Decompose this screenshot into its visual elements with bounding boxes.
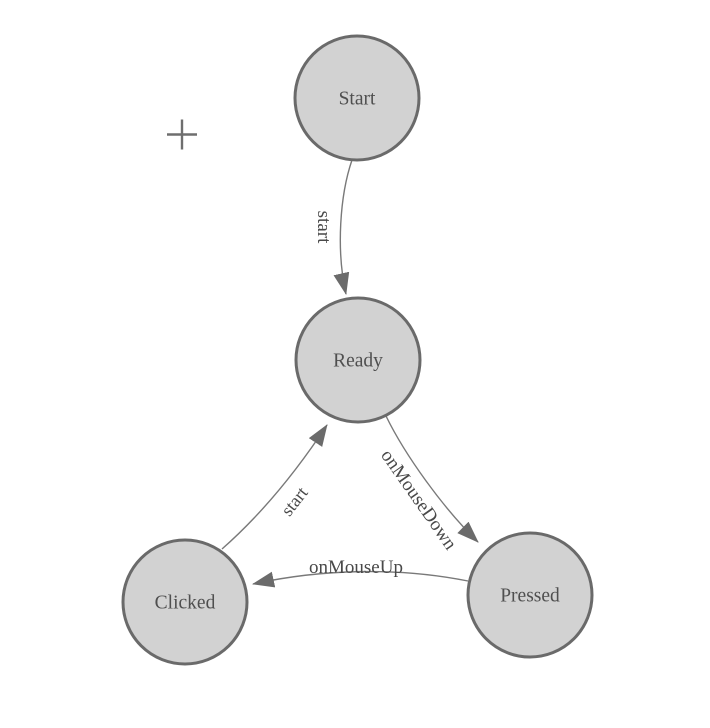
state-node-start[interactable]: Start — [293, 34, 421, 162]
state-node-ready[interactable]: Ready — [294, 296, 422, 424]
crosshair-cursor-icon — [167, 119, 197, 150]
edge-label: start — [313, 211, 334, 244]
edge-path[interactable] — [385, 415, 479, 543]
state-node-label: Pressed — [500, 586, 560, 607]
state-node-circle[interactable] — [293, 34, 421, 162]
state-node-circle[interactable] — [466, 531, 594, 659]
state-node-label: Start — [339, 89, 376, 110]
state-node-label: Ready — [333, 351, 383, 372]
edge-label: onMouseDown — [376, 446, 461, 554]
state-node-clicked[interactable]: Clicked — [121, 538, 249, 666]
edge-start-to-ready[interactable]: start — [313, 159, 353, 295]
edge-path[interactable] — [221, 424, 328, 550]
state-node-pressed[interactable]: Pressed — [466, 531, 594, 659]
state-node-circle[interactable] — [121, 538, 249, 666]
edge-path[interactable] — [252, 570, 469, 588]
state-node-circle[interactable] — [294, 296, 422, 424]
edge-label: start — [277, 483, 312, 520]
state-node-label: Clicked — [155, 593, 216, 614]
edge-clicked-to-ready[interactable]: start — [221, 424, 328, 550]
edge-pressed-to-clicked[interactable]: onMouseUp — [252, 557, 469, 588]
edge-path[interactable] — [333, 159, 353, 295]
edge-ready-to-pressed[interactable]: onMouseDown — [376, 415, 479, 554]
edge-label: onMouseUp — [309, 557, 403, 578]
